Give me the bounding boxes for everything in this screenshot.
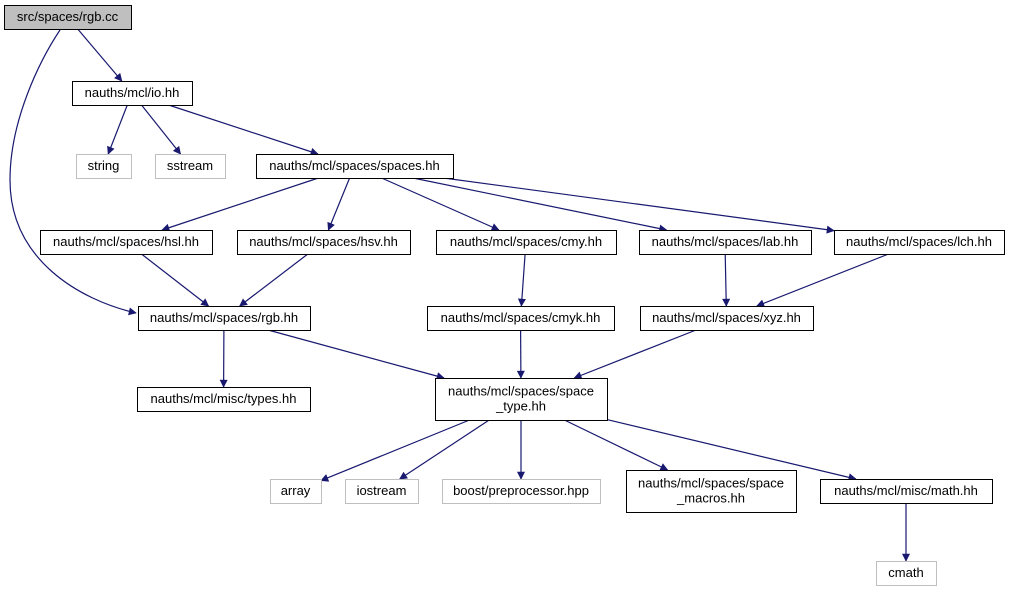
node-box bbox=[435, 378, 608, 421]
node-label: nauths/mcl/spaces/lab.hh bbox=[652, 234, 799, 249]
node-label: nauths/mcl/spaces/lch.hh bbox=[846, 234, 992, 249]
node-label: nauths/mcl/spaces/hsv.hh bbox=[249, 234, 398, 249]
node-label: nauths/mcl/io.hh bbox=[85, 85, 180, 100]
edge-spaces-to-hsv bbox=[327, 177, 351, 231]
node-label: nauths/mcl/spaces/cmy.hh bbox=[450, 234, 602, 249]
edge-space_type-to-array bbox=[320, 419, 470, 482]
node-space-type[interactable]: nauths/mcl/spaces/space_type.hh bbox=[435, 378, 608, 421]
node-box bbox=[76, 154, 132, 179]
node-boost[interactable]: boost/preprocessor.hpp bbox=[442, 479, 601, 504]
node-label: nauths/mcl/spaces/space bbox=[448, 384, 594, 399]
node-box bbox=[138, 306, 311, 331]
nodes-layer: src/spaces/rgb.cc nauths/mcl/io.hh string s… bbox=[4, 5, 1005, 586]
node-label: nauths/mcl/misc/types.hh bbox=[151, 391, 297, 406]
node-box bbox=[155, 154, 226, 179]
edge-io-to-sstream bbox=[141, 104, 181, 155]
node-box bbox=[427, 306, 615, 331]
edge-spaces-to-hsl bbox=[161, 177, 319, 232]
node-box bbox=[442, 479, 601, 504]
node-string[interactable]: string bbox=[76, 154, 132, 179]
node-box bbox=[626, 470, 797, 513]
node-label: boost/preprocessor.hpp bbox=[453, 483, 589, 498]
node-label: nauths/mcl/spaces/rgb.hh bbox=[150, 310, 298, 325]
node-label: iostream bbox=[357, 483, 407, 498]
edge-xyz-to-space_type bbox=[573, 329, 697, 380]
node-box bbox=[270, 479, 322, 504]
node-sstream[interactable]: sstream bbox=[155, 154, 226, 179]
node-box bbox=[72, 81, 193, 106]
node-array[interactable]: array bbox=[270, 479, 322, 504]
node-hsl[interactable]: nauths/mcl/spaces/hsl.hh bbox=[40, 230, 213, 255]
node-box bbox=[834, 230, 1005, 255]
node-spaces[interactable]: nauths/mcl/spaces/spaces.hh bbox=[256, 154, 454, 179]
edges-layer bbox=[9, 28, 910, 562]
edge-cmy-to-cmyk bbox=[517, 253, 526, 307]
node-box bbox=[436, 230, 617, 255]
node-label: nauths/mcl/spaces/space bbox=[638, 476, 784, 491]
node-box bbox=[40, 230, 213, 255]
node-lab[interactable]: nauths/mcl/spaces/lab.hh bbox=[639, 230, 812, 255]
edge-hsl-to-rgb bbox=[141, 253, 210, 307]
node-hsv[interactable]: nauths/mcl/spaces/hsv.hh bbox=[237, 230, 411, 255]
node-math[interactable]: nauths/mcl/misc/math.hh bbox=[820, 479, 993, 504]
node-xyz[interactable]: nauths/mcl/spaces/xyz.hh bbox=[640, 306, 814, 331]
node-label: string bbox=[88, 158, 120, 173]
node-label: nauths/mcl/misc/math.hh bbox=[834, 483, 978, 498]
node-cmath[interactable]: cmath bbox=[876, 561, 937, 586]
node-label: nauths/mcl/spaces/xyz.hh bbox=[652, 310, 801, 325]
node-box bbox=[876, 561, 937, 586]
node-label: sstream bbox=[167, 158, 213, 173]
node-box bbox=[237, 230, 411, 255]
node-rgb[interactable]: nauths/mcl/spaces/rgb.hh bbox=[138, 306, 311, 331]
node-box bbox=[4, 5, 132, 30]
edge-root-to-io bbox=[77, 28, 123, 82]
node-cmy[interactable]: nauths/mcl/spaces/cmy.hh bbox=[436, 230, 617, 255]
edge-root-to-rgb bbox=[9, 29, 137, 316]
node-label: nauths/mcl/spaces/cmyk.hh bbox=[441, 310, 601, 325]
node-label: nauths/mcl/spaces/hsl.hh bbox=[53, 234, 199, 249]
edge-io-to-spaces bbox=[168, 104, 319, 156]
node-space-macros[interactable]: nauths/mcl/spaces/space_macros.hh bbox=[626, 470, 797, 513]
edge-rgb-to-space_type bbox=[267, 329, 445, 380]
node-label: _macros.hh bbox=[676, 491, 745, 506]
node-iostream[interactable]: iostream bbox=[345, 479, 419, 504]
node-lch[interactable]: nauths/mcl/spaces/lch.hh bbox=[834, 230, 1005, 255]
edge-spaces-to-lab bbox=[412, 177, 668, 233]
node-label: _type.hh bbox=[495, 399, 546, 414]
node-box bbox=[137, 387, 311, 412]
edge-lch-to-xyz bbox=[756, 253, 889, 308]
edge-space_type-to-space_macros bbox=[564, 419, 669, 471]
edge-spaces-to-cmy bbox=[381, 177, 500, 231]
node-types[interactable]: nauths/mcl/misc/types.hh bbox=[137, 387, 311, 412]
edge-space_type-to-iostream bbox=[399, 419, 490, 480]
node-cmyk[interactable]: nauths/mcl/spaces/cmyk.hh bbox=[427, 306, 615, 331]
edge-spaces-to-lch bbox=[443, 177, 835, 234]
node-label: nauths/mcl/spaces/spaces.hh bbox=[269, 158, 440, 173]
node-box bbox=[640, 306, 814, 331]
edge-io-to-string bbox=[107, 104, 128, 155]
node-box bbox=[639, 230, 812, 255]
edge-hsv-to-rgb bbox=[239, 253, 309, 307]
node-box bbox=[820, 479, 993, 504]
node-root: src/spaces/rgb.cc bbox=[4, 5, 132, 30]
edge-lab-to-xyz bbox=[722, 253, 731, 307]
node-label: cmath bbox=[888, 565, 923, 580]
node-label: src/spaces/rgb.cc bbox=[17, 9, 119, 24]
node-box bbox=[256, 154, 454, 179]
node-label: array bbox=[281, 483, 311, 498]
edge-space_type-to-math bbox=[606, 419, 857, 482]
node-box bbox=[345, 479, 419, 504]
node-io[interactable]: nauths/mcl/io.hh bbox=[72, 81, 193, 106]
